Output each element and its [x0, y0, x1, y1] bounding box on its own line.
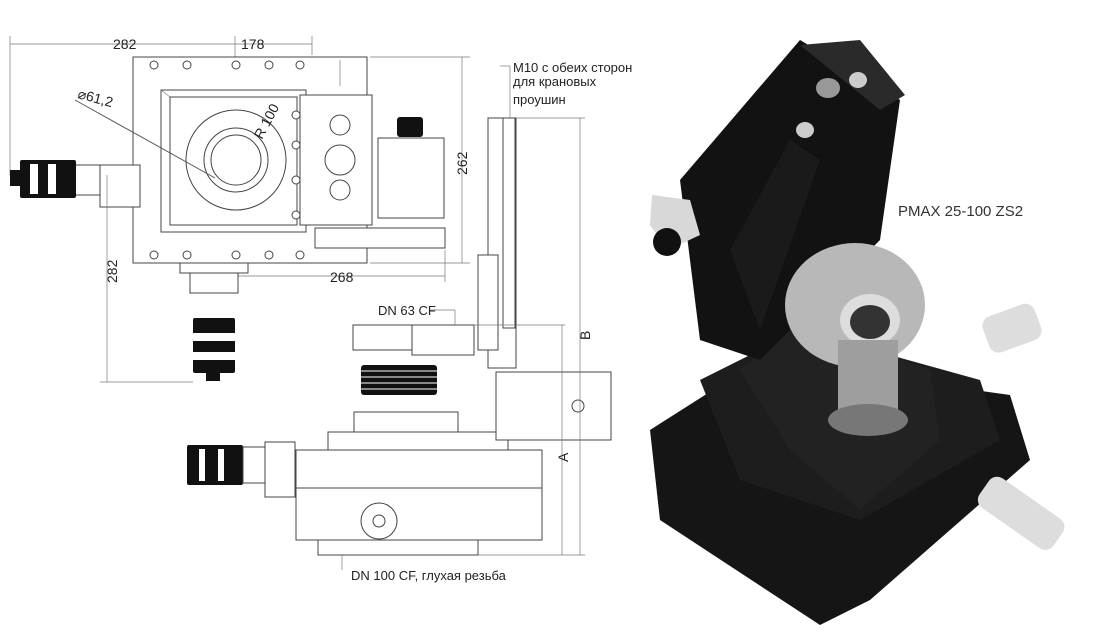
- motor: [377, 137, 445, 219]
- dim-178: 178: [241, 36, 265, 52]
- dn100-callout: DN 100 CF, глухая резьба: [351, 568, 507, 583]
- m10-note-line2: для крановых: [513, 74, 597, 89]
- m10-note-line1: M10 с обеих сторон: [513, 60, 632, 75]
- left-micrometer: [10, 160, 76, 198]
- side-view: M10 с обеих сторон для крановых проушин …: [187, 60, 632, 583]
- dim-diameter: ⌀61,2: [76, 85, 115, 110]
- dim-282-top: 282: [113, 36, 137, 52]
- dn63-callout: DN 63 CF: [378, 303, 436, 318]
- dim-b: B: [577, 331, 593, 340]
- product-photo: PMAX 25-100 ZS2: [650, 40, 1065, 625]
- m10-note-line3: проушин: [513, 92, 566, 107]
- dim-a: A: [555, 452, 571, 462]
- bottom-micrometer: [193, 318, 235, 381]
- product-model-label: PMAX 25-100 ZS2: [898, 203, 1023, 220]
- dim-268: 268: [330, 269, 354, 285]
- dim-262: 262: [454, 151, 470, 175]
- dim-282-left: 282: [104, 259, 120, 283]
- side-micrometer: [187, 445, 266, 485]
